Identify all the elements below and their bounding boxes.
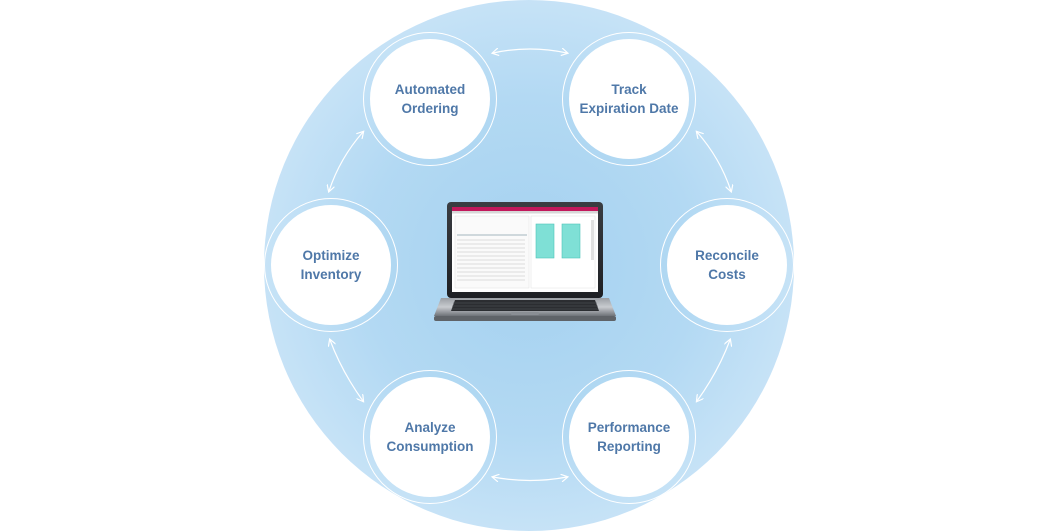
node-track-expiration-date: Track Expiration Date xyxy=(562,32,696,166)
node-label-line: Optimize xyxy=(302,248,360,263)
arrow-expiration-reconcile xyxy=(697,132,731,191)
node-label-line: Analyze xyxy=(404,420,456,435)
arrow-reporting-consumption xyxy=(493,477,567,481)
node-label-line: Automated xyxy=(394,82,466,97)
node-label-line: Reconcile xyxy=(695,248,759,263)
node-label-line: Inventory xyxy=(300,267,362,282)
node-automated-ordering: Automated Ordering xyxy=(363,32,497,166)
node-label-line: Costs xyxy=(708,267,746,282)
node-label-line: Expiration Date xyxy=(579,101,679,116)
arrow-ordering-expiration xyxy=(493,49,567,53)
node-reconcile-costs: Reconcile Costs xyxy=(660,198,794,332)
node-label-line: Ordering xyxy=(401,101,459,116)
node-performance-reporting: Performance Reporting xyxy=(562,370,696,504)
arrow-inventory-ordering xyxy=(329,132,363,191)
arrow-consumption-inventory xyxy=(330,340,363,401)
node-label-line: Performance xyxy=(587,420,671,435)
node-label-line: Consumption xyxy=(386,439,474,454)
node-analyze-consumption: Analyze Consumption xyxy=(363,370,497,504)
arrow-reconcile-reporting xyxy=(697,340,730,401)
node-optimize-inventory: Optimize Inventory xyxy=(264,198,398,332)
node-label-line: Track xyxy=(611,82,647,97)
laptop-icon xyxy=(434,202,616,321)
node-label-line: Reporting xyxy=(597,439,661,454)
